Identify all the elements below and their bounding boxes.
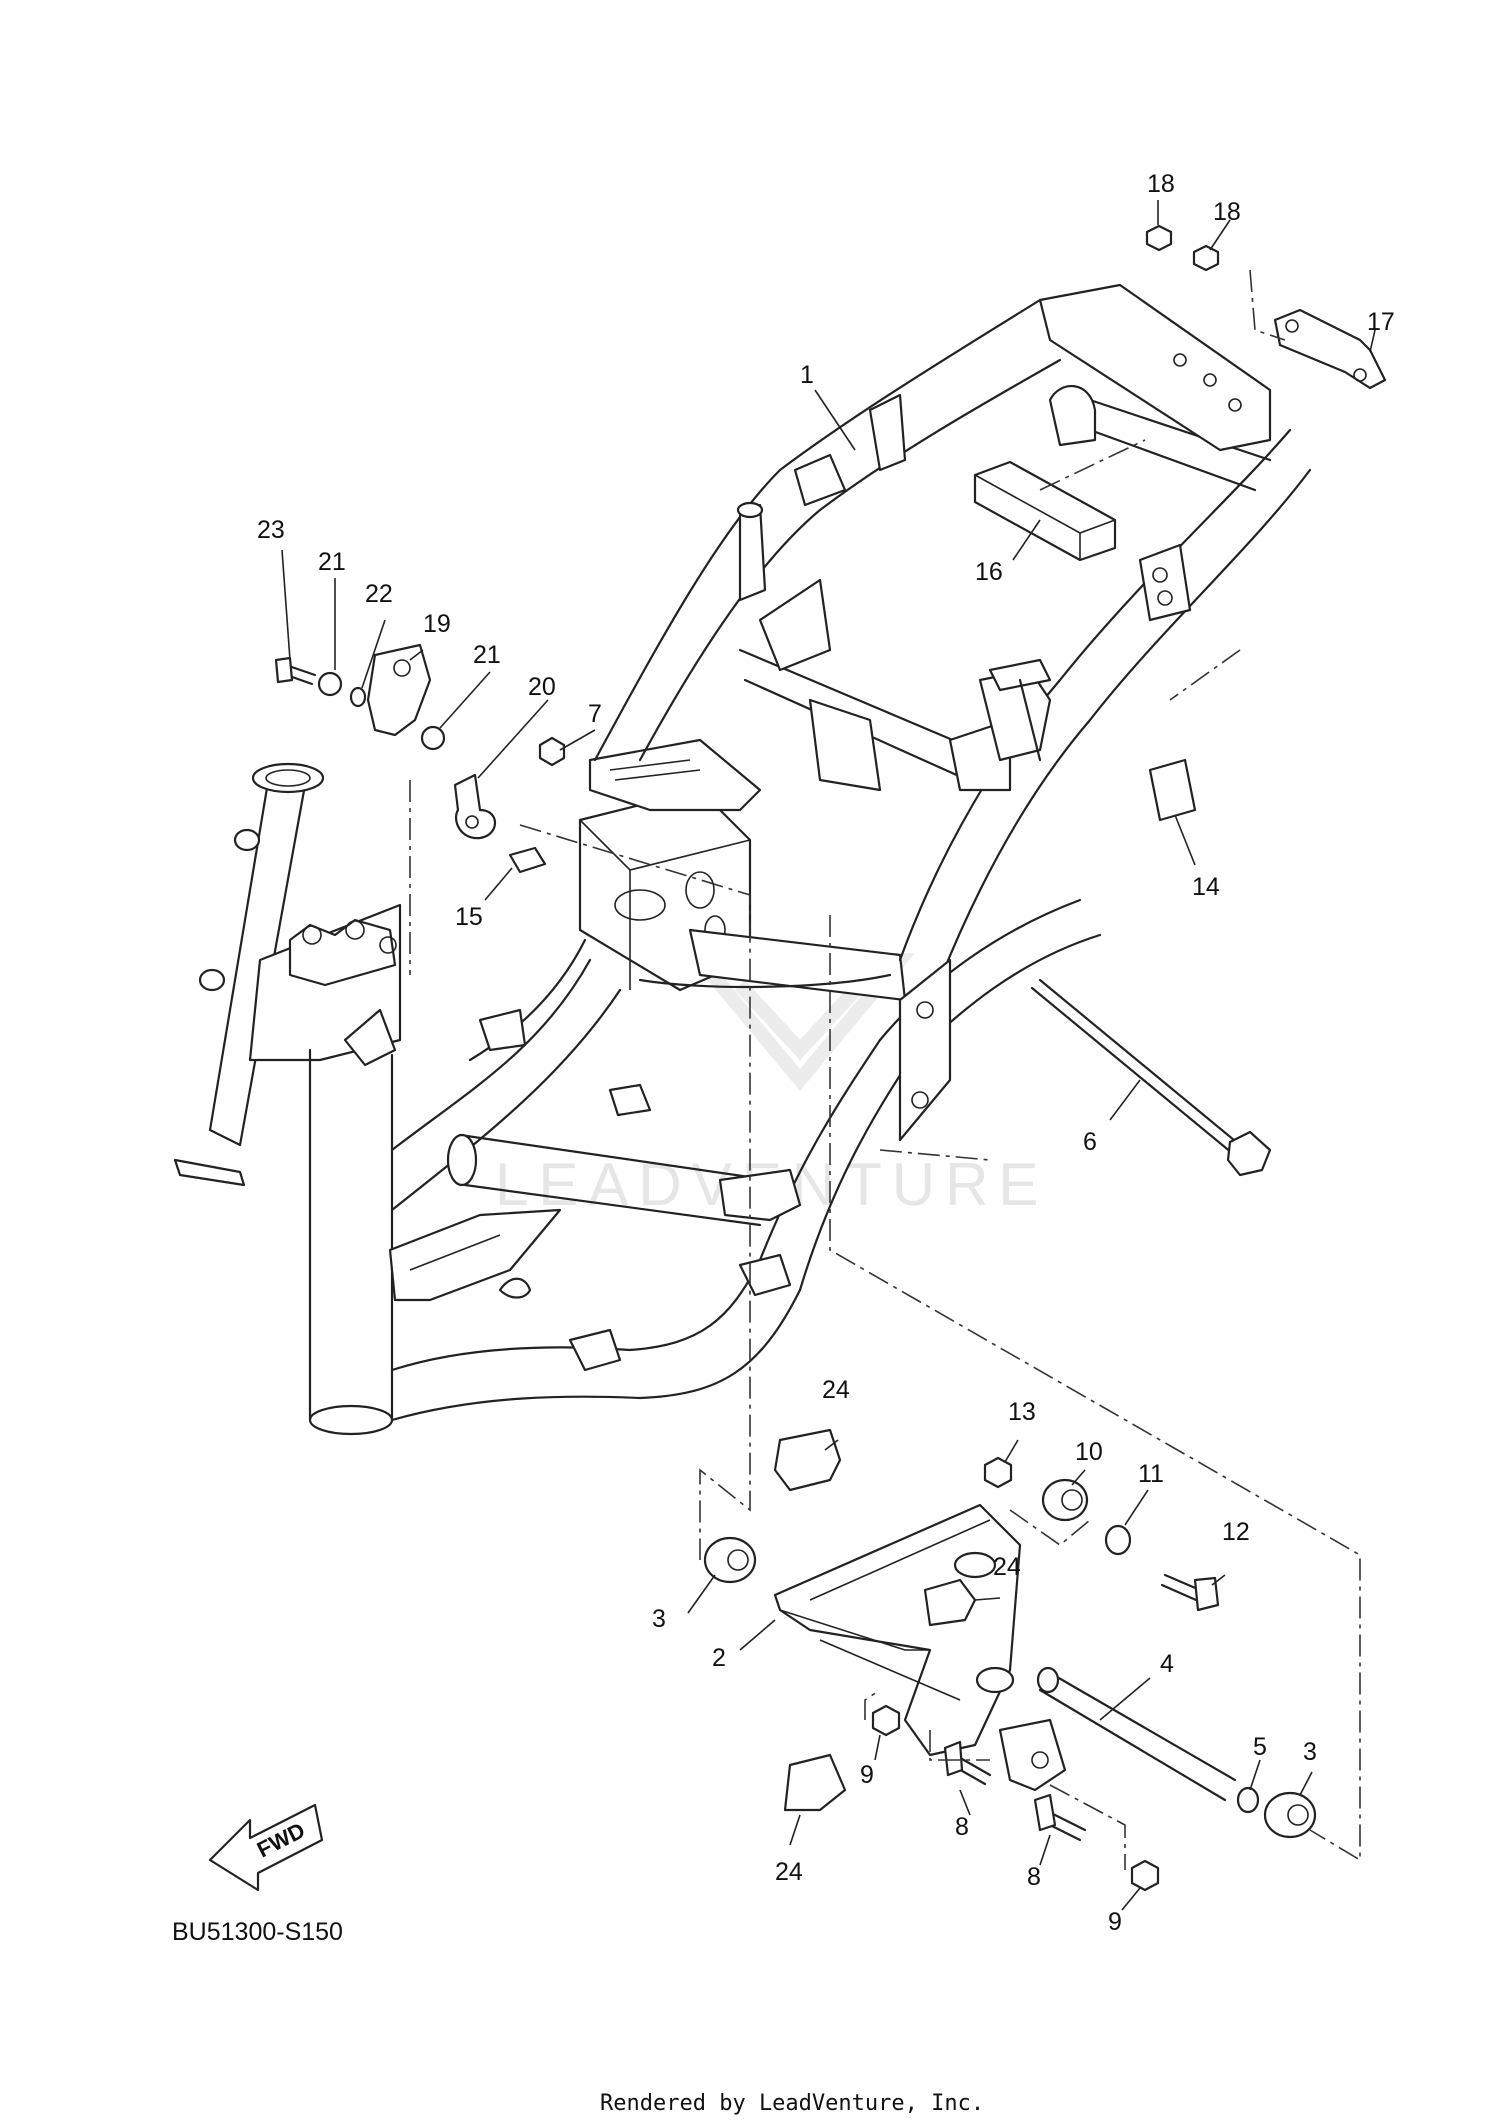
callout-12: 12 — [1222, 1518, 1250, 1546]
callout-5: 5 — [1253, 1733, 1267, 1761]
callout-8-right: 8 — [1027, 1863, 1041, 1891]
leader-lines — [281, 200, 1376, 1911]
callout-16: 16 — [975, 558, 1003, 586]
callout-11: 11 — [1138, 1460, 1164, 1488]
callout-9-right: 9 — [1108, 1908, 1122, 1936]
callout-24-top: 24 — [822, 1376, 850, 1404]
callout-18-right: 18 — [1213, 198, 1241, 226]
callout-24-middle: 24 — [993, 1553, 1021, 1581]
callout-15: 15 — [455, 903, 483, 931]
callout-10: 10 — [1075, 1438, 1103, 1466]
callout-3-right: 3 — [1303, 1738, 1317, 1766]
main-frame — [173, 283, 1312, 1436]
callout-14: 14 — [1192, 873, 1220, 901]
callout-3-left: 3 — [652, 1605, 666, 1633]
callout-4: 4 — [1160, 1650, 1174, 1678]
callout-labels: 1 2 3 3 4 5 6 7 8 8 9 9 10 11 12 13 14 1… — [257, 170, 1395, 1936]
loose-parts — [274, 224, 1387, 1177]
callout-22: 22 — [365, 580, 393, 608]
callout-20: 20 — [528, 673, 556, 701]
callout-2: 2 — [712, 1644, 726, 1672]
callout-9-left: 9 — [860, 1761, 874, 1789]
callout-17: 17 — [1367, 308, 1395, 336]
callout-1: 1 — [800, 361, 814, 389]
callout-21-right: 21 — [473, 641, 501, 669]
callout-6: 6 — [1083, 1128, 1097, 1156]
callout-8-left: 8 — [955, 1813, 969, 1841]
callout-21-left: 21 — [318, 548, 346, 576]
fwd-arrow-icon: FWD — [208, 1803, 324, 1892]
callout-18-left: 18 — [1147, 170, 1175, 198]
render-credit: Rendered by LeadVenture, Inc. — [600, 2091, 984, 2116]
diagram-code: BU51300-S150 — [172, 1918, 343, 1946]
alignment-lines — [409, 269, 1361, 1870]
callout-7: 7 — [588, 700, 602, 728]
callout-23: 23 — [257, 516, 285, 544]
callout-24-bottom: 24 — [775, 1858, 803, 1886]
callout-13: 13 — [1008, 1398, 1036, 1426]
swing-arm-assembly — [703, 1428, 1317, 1892]
callout-19: 19 — [423, 610, 451, 638]
